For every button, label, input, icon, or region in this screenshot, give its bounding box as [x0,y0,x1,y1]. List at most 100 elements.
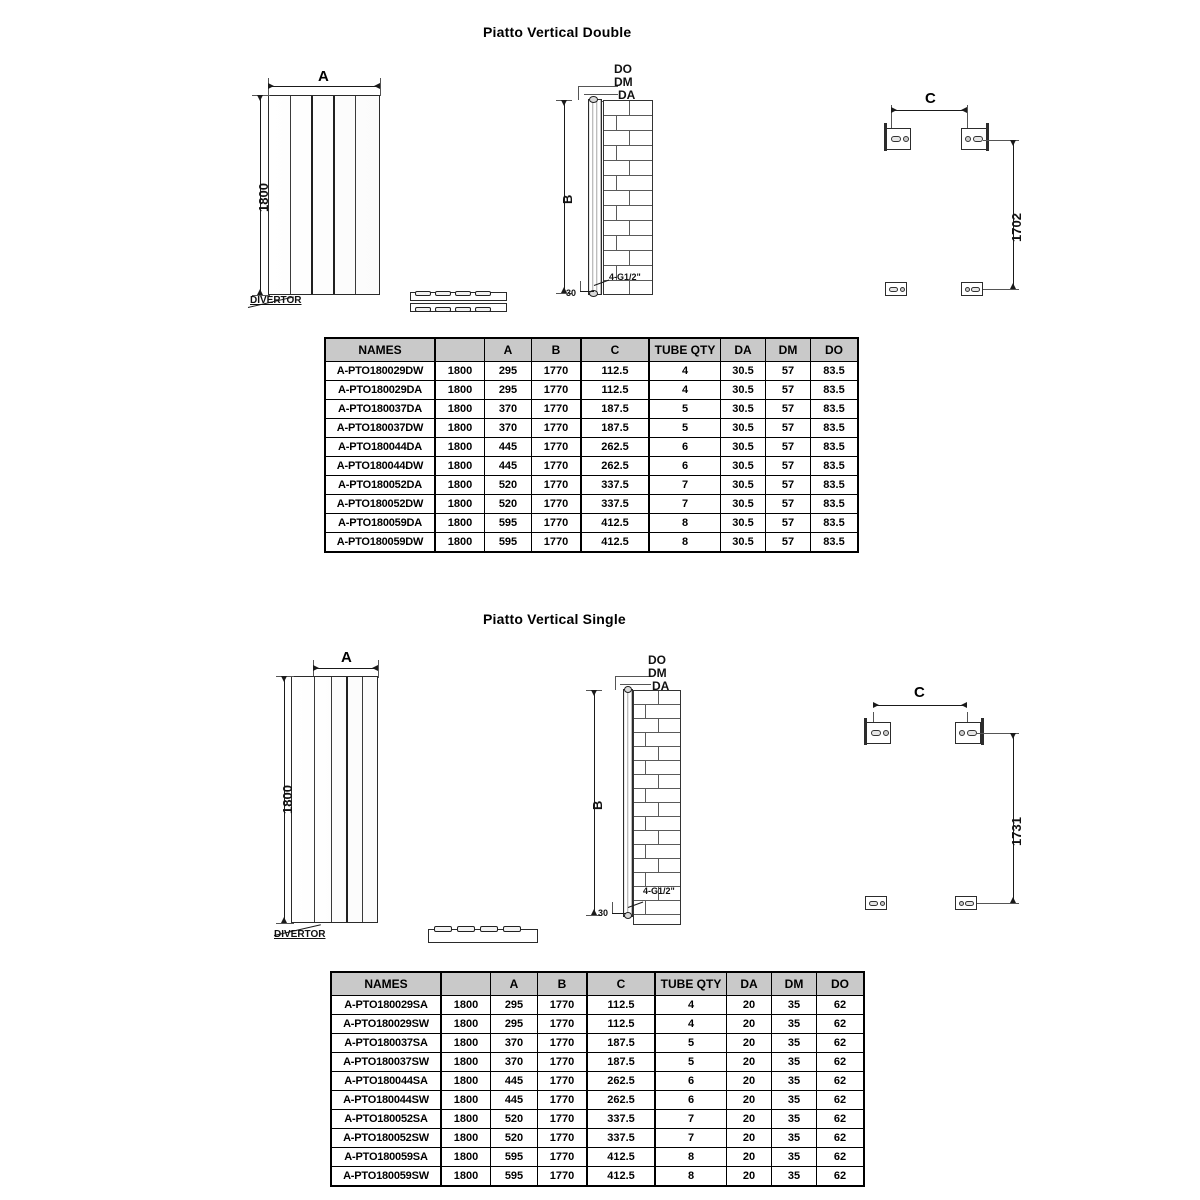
cell-tube-qty: 4 [648,380,721,400]
dim-line-1731 [1013,733,1014,903]
radiator-fin [362,677,363,922]
plan-row-upper [410,291,507,301]
cell-do: 62 [816,1014,865,1034]
cell-name: A-PTO180037DA [324,399,436,419]
label-da: DA [652,679,670,693]
cell-b: 1770 [537,1052,588,1072]
wall-hatch [603,100,653,295]
wall-bracket-bottom-right [961,282,983,296]
plan-tube [415,307,431,312]
cell-tube-qty: 4 [654,995,727,1015]
radiator-body-front [291,676,378,923]
cell-tube-qty: 4 [648,361,721,381]
cell-b: 1770 [531,361,582,381]
th-da: DA [720,337,766,362]
connection-nozzle-top [624,686,632,693]
dimension-label-30: 30 [566,288,577,298]
plan-tube [503,926,521,932]
cell-height: 1800 [440,1071,491,1091]
plan-tube [455,307,471,312]
cell-dm: 57 [765,513,811,533]
table-header-row: NAMES A B C TUBE QTY DA DM DO [330,971,865,996]
cell-tube-qty: 5 [654,1052,727,1072]
cell-tube-qty: 6 [648,437,721,457]
dim-arrow-b-top [591,690,597,696]
cell-a: 295 [484,380,532,400]
cell-name: A-PTO180044SA [330,1071,442,1091]
cell-dm: 57 [765,475,811,495]
cell-b: 1770 [537,1071,588,1091]
do-ext-line [578,86,579,100]
cell-do: 62 [816,1090,865,1110]
cell-b: 1770 [537,1109,588,1129]
cell-da: 30.5 [720,380,766,400]
plan-tube [475,291,491,296]
cell-do: 62 [816,1071,865,1091]
cell-height: 1800 [440,1128,491,1148]
cell-do: 62 [816,1052,865,1072]
cell-tube-qty: 8 [648,532,721,553]
dim-arrow-a-left [313,665,319,671]
cell-a: 520 [490,1109,538,1129]
dim-ext-1702-top [983,140,1019,141]
cell-dm: 35 [771,1014,817,1034]
dim-arrow-1702-bottom [1010,283,1016,289]
cell-c: 337.5 [580,494,650,514]
cell-do: 83.5 [810,532,859,553]
cell-name: A-PTO180052SA [330,1109,442,1129]
cell-do: 83.5 [810,418,859,438]
label-dm: DM [614,75,633,89]
dm-leader [620,684,651,685]
dim-arrow-a-right [372,665,378,671]
cell-tube-qty: 6 [654,1071,727,1091]
dim-ext-1731-top [977,733,1019,734]
wall-bracket-top-right [955,718,984,745]
dim-arrow-c-left [873,702,879,708]
cell-tube-qty: 8 [654,1166,727,1187]
dim-ext-c-left [891,105,892,135]
dim-line-1702 [1013,140,1014,289]
cell-a: 445 [490,1090,538,1110]
cell-b: 1770 [537,1147,588,1167]
cell-height: 1800 [440,1052,491,1072]
cell-height: 1800 [440,1090,491,1110]
cell-b: 1770 [537,1128,588,1148]
cell-c: 412.5 [580,532,650,553]
dim-line-c [873,705,967,706]
cell-height: 1800 [434,532,485,553]
cell-da: 20 [726,1166,772,1187]
cell-do: 62 [816,1128,865,1148]
dimension-label-a: A [318,68,329,85]
cell-da: 30.5 [720,456,766,476]
connection-nozzle-bottom [589,290,598,297]
cell-do: 83.5 [810,475,859,495]
cell-name: A-PTO180052DA [324,475,436,495]
plan-tube [415,291,431,296]
dim-line-height [284,676,285,923]
dim-line-30 [612,913,626,914]
cell-a: 520 [484,475,532,495]
wall-bracket-top-left [864,718,891,745]
cell-dm: 35 [771,1109,817,1129]
cell-c: 112.5 [586,995,656,1015]
cell-name: A-PTO180059SW [330,1166,442,1187]
cell-c: 337.5 [586,1128,656,1148]
cell-do: 83.5 [810,494,859,514]
cell-b: 1770 [531,380,582,400]
radiator-fin [333,96,335,294]
label-do: DO [614,62,632,76]
dim-arrow-h-bottom [281,917,287,923]
cell-b: 1770 [531,513,582,533]
cell-da: 30.5 [720,437,766,457]
dim-line-c [891,110,967,111]
cell-a: 295 [484,361,532,381]
dim-ext-right [380,78,381,96]
table-header-row: NAMES A B C TUBE QTY DA DM DO [324,337,859,362]
cell-do: 83.5 [810,437,859,457]
cell-c: 187.5 [586,1033,656,1053]
